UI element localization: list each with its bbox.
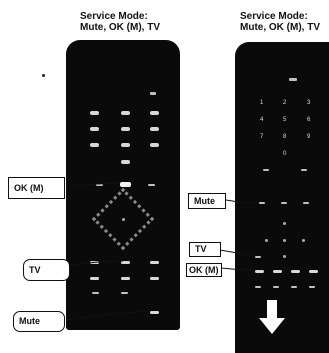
function-key[interactable] bbox=[291, 270, 300, 273]
function-key[interactable] bbox=[291, 286, 297, 288]
top-button[interactable] bbox=[150, 92, 156, 95]
leader-tv-left bbox=[69, 260, 124, 266]
function-key[interactable] bbox=[273, 286, 279, 288]
function-key[interactable] bbox=[121, 277, 130, 280]
number-key[interactable] bbox=[121, 160, 130, 164]
ok-m-button[interactable] bbox=[255, 270, 264, 273]
remote-control-right: 1 2 3 4 5 6 7 8 9 0 bbox=[235, 42, 329, 353]
number-key-3[interactable]: 3 bbox=[307, 100, 311, 106]
number-key-0[interactable]: 0 bbox=[283, 151, 287, 157]
number-key[interactable] bbox=[90, 127, 99, 131]
function-key[interactable] bbox=[263, 169, 269, 171]
stray-mark bbox=[42, 74, 45, 77]
number-key-7[interactable]: 7 bbox=[260, 134, 264, 140]
callout-ok-m: OK (M) bbox=[8, 177, 65, 199]
function-key[interactable] bbox=[301, 169, 307, 171]
top-button[interactable] bbox=[289, 78, 297, 81]
number-key-6[interactable]: 6 bbox=[307, 117, 311, 123]
ok-m-button[interactable] bbox=[120, 182, 131, 187]
mute-button[interactable] bbox=[150, 311, 159, 314]
function-key[interactable] bbox=[150, 277, 159, 280]
function-key[interactable] bbox=[255, 286, 261, 288]
number-key[interactable] bbox=[121, 111, 130, 115]
number-key-9[interactable]: 9 bbox=[307, 134, 311, 140]
down-arrow-icon bbox=[259, 300, 285, 334]
function-key[interactable] bbox=[309, 270, 318, 273]
number-key[interactable] bbox=[150, 143, 159, 147]
leader-ok-m bbox=[65, 182, 121, 188]
callout-ok-m-right: OK (M) bbox=[186, 263, 222, 277]
number-key[interactable] bbox=[150, 111, 159, 115]
caption-left-line1: Service Mode: bbox=[80, 11, 148, 22]
tv-button[interactable] bbox=[150, 261, 159, 264]
leader-tv-right bbox=[219, 249, 256, 257]
function-key[interactable] bbox=[92, 292, 99, 294]
number-key[interactable] bbox=[150, 127, 159, 131]
callout-mute-right: Mute bbox=[188, 193, 226, 209]
caption-right-line2: Mute, OK (M), TV bbox=[240, 22, 320, 33]
navigation-left[interactable] bbox=[265, 239, 268, 242]
number-key[interactable] bbox=[121, 127, 130, 131]
number-key[interactable] bbox=[90, 143, 99, 147]
function-key[interactable] bbox=[309, 286, 315, 288]
number-key-8[interactable]: 8 bbox=[283, 134, 287, 140]
leader-mute-left bbox=[65, 310, 151, 321]
number-key[interactable] bbox=[90, 111, 99, 115]
navigation-center[interactable] bbox=[283, 239, 286, 242]
callout-mute-left: Mute bbox=[13, 311, 65, 332]
number-key-2[interactable]: 2 bbox=[283, 100, 287, 106]
callout-tv-left: TV bbox=[23, 259, 70, 281]
tv-button[interactable] bbox=[255, 256, 261, 258]
function-key[interactable] bbox=[303, 202, 309, 204]
leader-mute-right bbox=[225, 199, 260, 204]
number-key-4[interactable]: 4 bbox=[260, 117, 264, 123]
navigation-down[interactable] bbox=[283, 255, 286, 258]
function-key[interactable] bbox=[148, 184, 155, 186]
callout-tv-right: TV bbox=[189, 242, 221, 257]
navigation-center[interactable] bbox=[122, 218, 125, 221]
number-key-1[interactable]: 1 bbox=[260, 100, 264, 106]
mute-button[interactable] bbox=[259, 202, 265, 204]
leader-ok-m-right bbox=[220, 267, 255, 271]
function-key[interactable] bbox=[121, 292, 128, 294]
function-key[interactable] bbox=[281, 202, 287, 204]
caption-right-line1: Service Mode: bbox=[240, 11, 308, 22]
function-key[interactable] bbox=[90, 277, 99, 280]
number-key-5[interactable]: 5 bbox=[283, 117, 287, 123]
caption-right: Service Mode: Mute, OK (M), TV bbox=[240, 11, 320, 33]
navigation-up[interactable] bbox=[283, 222, 286, 225]
caption-left: Service Mode: Mute, OK (M), TV bbox=[80, 11, 160, 33]
number-key[interactable] bbox=[121, 143, 130, 147]
navigation-right[interactable] bbox=[302, 239, 305, 242]
function-key[interactable] bbox=[121, 261, 130, 264]
function-key[interactable] bbox=[96, 184, 103, 186]
caption-left-line2: Mute, OK (M), TV bbox=[80, 22, 160, 33]
function-key[interactable] bbox=[273, 270, 282, 273]
